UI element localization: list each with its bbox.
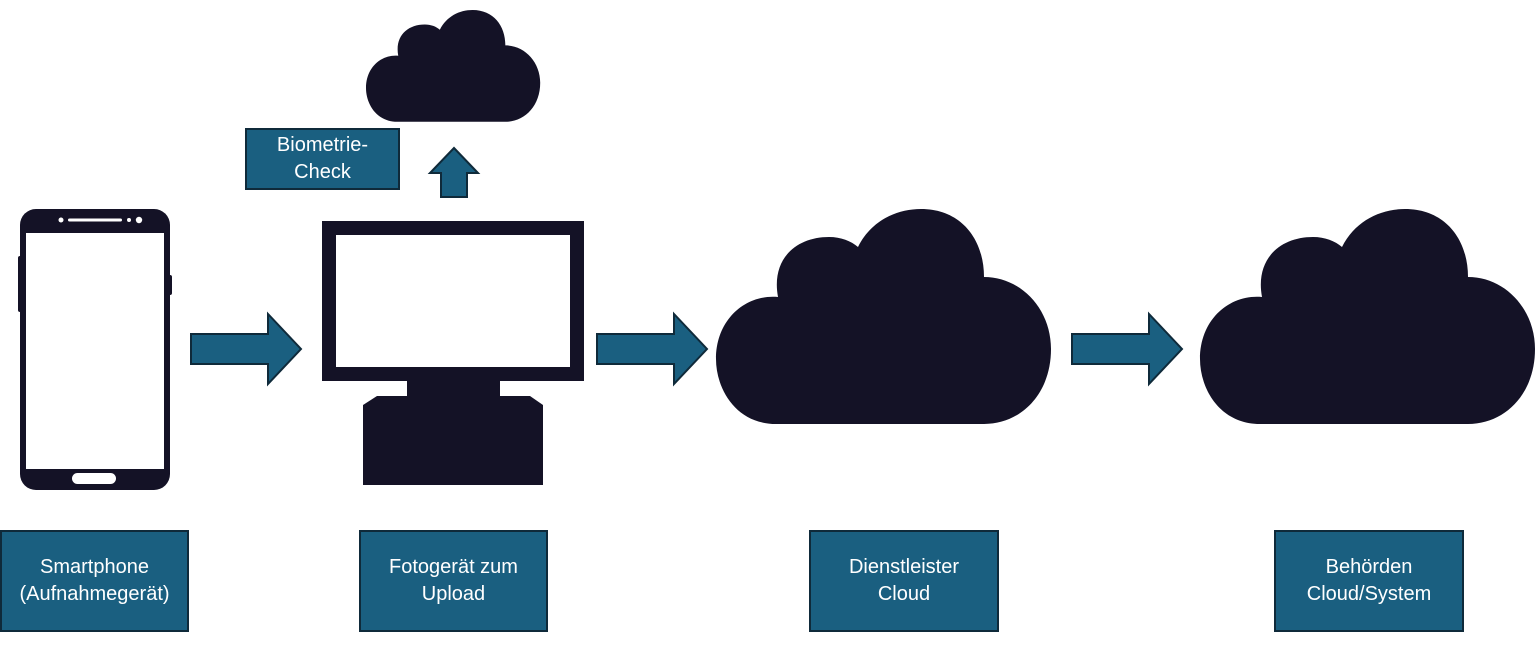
photo-device-label: Fotogerät zum Upload <box>359 530 548 632</box>
smartphone-icon <box>18 209 172 490</box>
biometrics-check-label: Biometrie- Check <box>245 128 400 190</box>
desktop-computer-icon <box>322 221 584 485</box>
cloud-icon <box>1200 209 1535 424</box>
arrow-right-icon <box>596 313 708 385</box>
smartphone-label: Smartphone (Aufnahmegerät) <box>0 530 189 632</box>
cloud-icon <box>366 10 541 122</box>
arrow-up-icon <box>427 146 481 198</box>
authority-cloud-label: Behörden Cloud/System <box>1274 530 1464 632</box>
arrow-right-icon <box>190 313 302 385</box>
arrow-right-icon <box>1071 313 1183 385</box>
cloud-icon <box>716 209 1051 424</box>
provider-cloud-label: Dienstleister Cloud <box>809 530 999 632</box>
